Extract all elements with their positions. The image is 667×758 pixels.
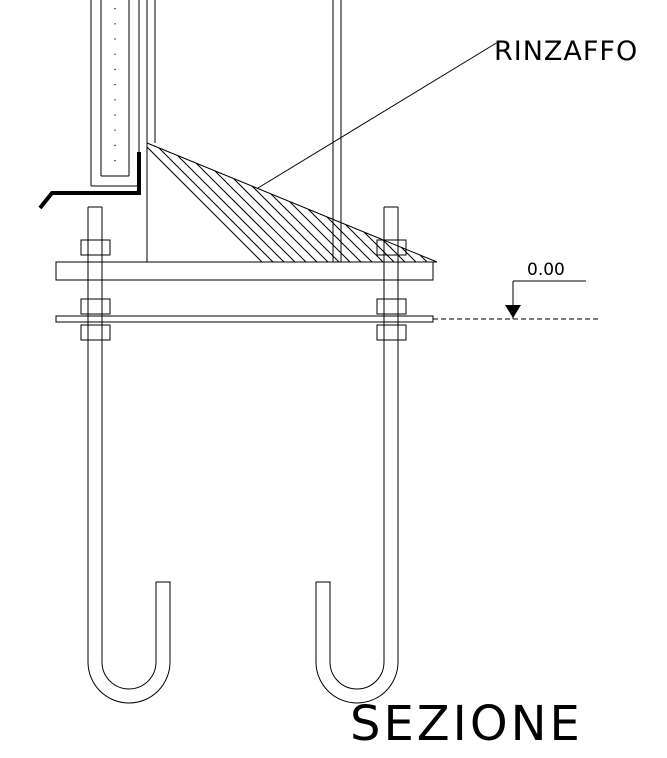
anchor-bolt-left [80, 206, 171, 704]
hatch-line [317, 143, 437, 262]
hatch-line [218, 143, 390, 262]
hatch-line [350, 143, 437, 262]
base-plate-bottom [55, 315, 434, 323]
section-title: SEZIONE [350, 696, 583, 752]
base-plate-top [55, 261, 434, 281]
hatch-line [273, 143, 437, 262]
level-value-label: 0.00 [527, 260, 565, 280]
hatch-line [328, 143, 437, 262]
mortar-wedge [146, 142, 438, 263]
nut-right-1 [376, 239, 407, 256]
hatch-line [163, 143, 335, 262]
hatch-line [251, 143, 423, 262]
nut-left-2 [80, 298, 111, 315]
nut-left-1 [80, 239, 111, 256]
hatch-line [174, 143, 346, 262]
bent-flashing-profile [38, 152, 141, 210]
hatch-line [147, 143, 313, 262]
hatch-line [240, 143, 412, 262]
level-triangle-icon [505, 305, 521, 318]
nut-left-3 [80, 324, 111, 341]
nut-right-2 [376, 298, 407, 315]
hatch-line [361, 143, 437, 262]
hatch-line [147, 143, 291, 262]
hatch-line [185, 143, 357, 262]
hatch-line [229, 143, 401, 262]
anchor-bolt-right [315, 206, 407, 704]
leader-line [257, 41, 499, 189]
hatch-line [284, 143, 437, 262]
hatch-line [262, 143, 434, 262]
hatch-line [295, 143, 437, 262]
rinzaffo-label: RINZAFFO [494, 36, 638, 67]
hatch-line [339, 143, 437, 262]
hatch-line [147, 143, 302, 262]
level-marker: 0.00 [433, 260, 598, 320]
nut-right-3 [376, 324, 407, 341]
hatch-line [207, 143, 379, 262]
vertical-post [90, 0, 140, 187]
